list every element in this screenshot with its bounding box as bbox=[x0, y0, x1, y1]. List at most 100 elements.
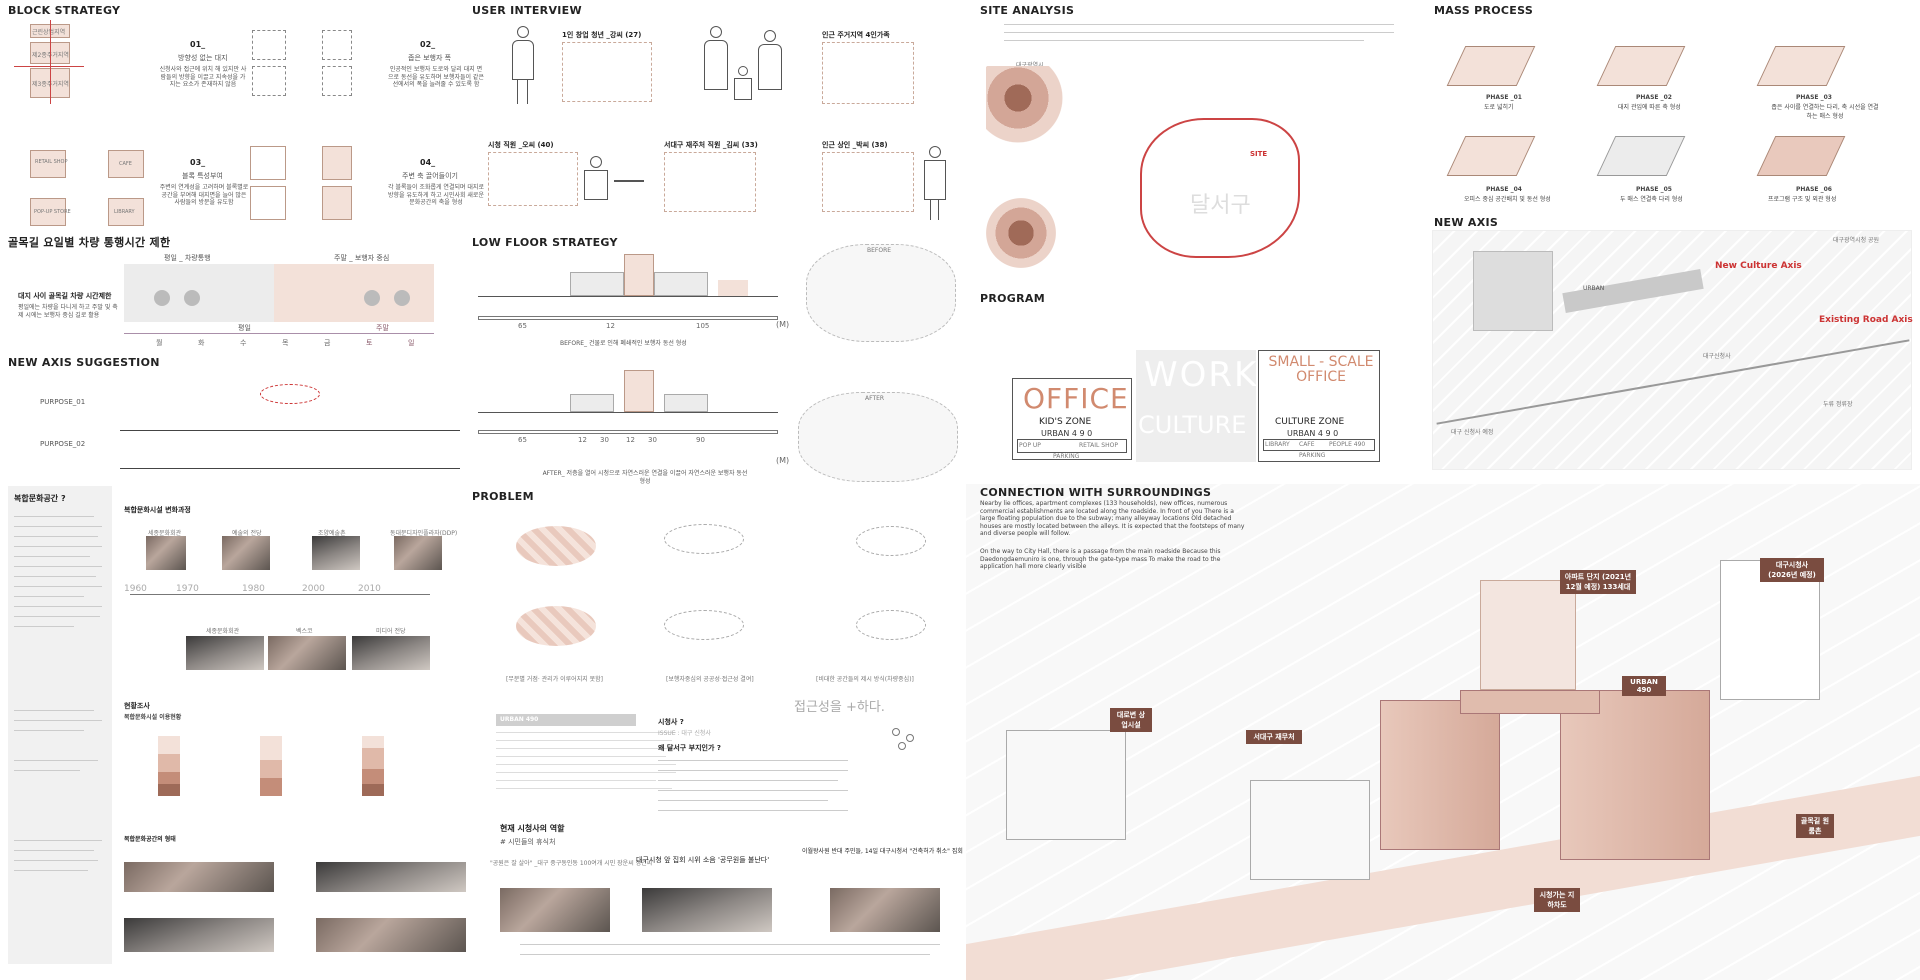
apartment-block bbox=[1480, 580, 1576, 690]
city-hall-block bbox=[1720, 560, 1820, 700]
tag-alley: 골목길 원룸촌 bbox=[1796, 814, 1834, 838]
step-number: 03_ bbox=[190, 158, 206, 167]
interview-quote bbox=[822, 42, 914, 104]
block-retail-shop: RETAIL SHOP bbox=[30, 150, 67, 178]
problem-caption: [무분별 거점· 관리가 이루어지지 못함] bbox=[506, 676, 604, 683]
mass-phase-04 bbox=[1446, 136, 1536, 176]
site-label: SITE bbox=[1250, 150, 1268, 158]
interview-quote bbox=[664, 152, 756, 212]
step-title: 방향성 없는 대지 bbox=[178, 54, 228, 62]
program-small-office-panel: SMALL - SCALE OFFICE CULTURE ZONE URBAN … bbox=[1258, 350, 1380, 462]
venue-photo bbox=[268, 636, 346, 670]
urban-490-building-right bbox=[1560, 690, 1710, 860]
connection-title: CONNECTION WITH SURROUNDINGS bbox=[980, 486, 1212, 499]
role-photo bbox=[830, 888, 940, 932]
after-caption: AFTER_ 저층을 열어 시청으로 자연스러운 연결을 이끌어 자연스러운 보… bbox=[542, 470, 748, 485]
site-analysis-title: SITE ANALYSIS bbox=[980, 4, 1075, 17]
interviewee-name: 1인 창업 청년 _강씨 (27) bbox=[562, 31, 642, 39]
tag-daegu-office: 서대구 재무처 bbox=[1246, 730, 1302, 744]
family-figure bbox=[700, 26, 810, 116]
program-title: PROGRAM bbox=[980, 292, 1045, 305]
role-photo bbox=[642, 888, 772, 932]
new-axis-suggestion-title: NEW AXIS SUGGESTION bbox=[8, 356, 160, 369]
purpose-label: PURPOSE_01 bbox=[40, 398, 86, 406]
alley-days: 평일 주말 월 화 수 목 금 토 일 bbox=[156, 324, 415, 347]
tag-underpass: 시청가는 지하차도 bbox=[1534, 888, 1580, 912]
step-number: 02_ bbox=[420, 40, 436, 49]
quote-3: 이월왕사원 반대 주민들, 14일 대구시청서 "건축허가 취소" 집회 bbox=[802, 848, 963, 855]
step-desc: 각 블록들이 조화롭게 연결되며 대지로 방향을 유도하게 하고 시민사회 새로… bbox=[388, 184, 484, 206]
quote-1: "공원은 잘 살아" _대구 중구동인동 100여개 시민 장운씨 정연씨 bbox=[490, 860, 653, 867]
block-strategy-title: BLOCK STRATEGY bbox=[8, 4, 121, 17]
unit-label: (M) bbox=[776, 456, 790, 465]
section-before: 65 12 105 bbox=[478, 254, 778, 334]
zoning-diagram: 근린상업지역 제2종주거지역 제3종주거지역 bbox=[14, 20, 84, 104]
interviewee-name: 시청 직원 _오씨 (40) bbox=[488, 141, 554, 149]
step-desc: 인공적인 보행자 도로와 달리 대지 면으로 동선을 유도하며 보행자들이 같은… bbox=[388, 66, 484, 88]
site-map bbox=[1140, 118, 1300, 258]
problem-diagram bbox=[856, 610, 926, 640]
complex-space-title: 복합문화공간 ? bbox=[14, 494, 66, 503]
timeline-year: 2000 bbox=[302, 584, 325, 594]
why-title: 왜 달서구 부지인가 ? bbox=[658, 744, 721, 752]
interviewee-name: 서대구 재주처 직원 _김씨 (33) bbox=[664, 141, 758, 149]
venue-photo bbox=[146, 536, 186, 570]
venue-photo bbox=[394, 536, 442, 570]
interview-quote bbox=[488, 152, 578, 206]
cafe-figure bbox=[580, 150, 660, 220]
urban-490-bridge bbox=[1460, 690, 1600, 714]
step-diagram-03 bbox=[250, 146, 290, 226]
tag-apartment: 아파트 단지 (2021년 12월 예정) 133세대 bbox=[1560, 570, 1636, 594]
new-axis-title: NEW AXIS bbox=[1434, 216, 1499, 229]
problem-diagram bbox=[856, 526, 926, 556]
form-photo bbox=[124, 918, 274, 952]
mass-phase-06 bbox=[1756, 136, 1846, 176]
tag-urban-490: URBAN 490 bbox=[1622, 676, 1666, 696]
before-caption: BEFORE_ 건물로 인해 폐쇄적인 보행자 동선 형성 bbox=[560, 340, 687, 347]
block-cafe: CAFE bbox=[108, 150, 144, 178]
unit-label: (M) bbox=[776, 320, 790, 329]
interviewee-name: 인근 주거지역 4인가족 bbox=[822, 31, 890, 39]
issue-sub: ISSUE : 대구 신청사 bbox=[658, 730, 711, 737]
merchant-figure bbox=[920, 146, 950, 220]
mass-phase-05 bbox=[1596, 136, 1686, 176]
interview-quote bbox=[822, 152, 914, 212]
step-desc: 신청사와 접근에 위치 해 있지만 사람들의 방향을 이끌고 지속성을 가지는 … bbox=[159, 66, 247, 88]
timeline-year: 1960 bbox=[124, 584, 147, 594]
complex-space-panel bbox=[8, 486, 112, 964]
step-diagram-01 bbox=[250, 30, 290, 100]
problem-caption: [보행자중심의 공공성·접근성 결여] bbox=[666, 676, 754, 683]
alley-title: 골목길 요일별 차량 통행시간 제한 bbox=[8, 236, 171, 249]
problem-caption: [비대한 공간들의 제시 방식(차량중심)] bbox=[816, 676, 914, 683]
problem-diagram bbox=[664, 524, 744, 554]
district-map bbox=[986, 196, 1056, 270]
role-photo bbox=[500, 888, 610, 932]
urban-bar: URBAN 490 bbox=[496, 714, 636, 726]
issue-title: 시청사 ? bbox=[658, 718, 684, 726]
program-office-panel: OFFICE KID'S ZONE URBAN 4 9 0 POP UP RET… bbox=[1012, 378, 1132, 460]
mass-phase-02 bbox=[1596, 46, 1686, 86]
role-title: 현재 시청사의 역할 bbox=[500, 824, 565, 833]
form-photo bbox=[124, 862, 274, 892]
step-title: 블록 특성부여 bbox=[182, 172, 223, 180]
axis-section-1 bbox=[120, 374, 460, 434]
complex-space-text bbox=[14, 510, 106, 950]
program-work-panel: WORK CULTURE bbox=[1136, 350, 1256, 462]
low-floor-title: LOW FLOOR STRATEGY bbox=[472, 236, 618, 249]
alley-label-weekday: 평일 _ 차량통행 bbox=[164, 254, 211, 262]
status-bars bbox=[150, 730, 430, 810]
block-popup-store: POP-UP STORE bbox=[30, 198, 71, 226]
office-block bbox=[1250, 780, 1370, 880]
venue-photo bbox=[352, 636, 430, 670]
alley-section: 평일 _ 차량통행 주말 _ 보행자 중심 bbox=[124, 254, 434, 344]
axis-section-2 bbox=[120, 440, 460, 472]
problem-diagram bbox=[516, 526, 596, 566]
step-diagram-04 bbox=[322, 146, 362, 226]
timeline-axis bbox=[130, 594, 430, 595]
district-label: 달서구 bbox=[1190, 193, 1251, 218]
form-photo bbox=[316, 862, 466, 892]
interview-quote bbox=[562, 42, 652, 102]
step-number: 01_ bbox=[190, 40, 206, 49]
timeline-year: 2010 bbox=[358, 584, 381, 594]
timeline-year: 1970 bbox=[176, 584, 199, 594]
